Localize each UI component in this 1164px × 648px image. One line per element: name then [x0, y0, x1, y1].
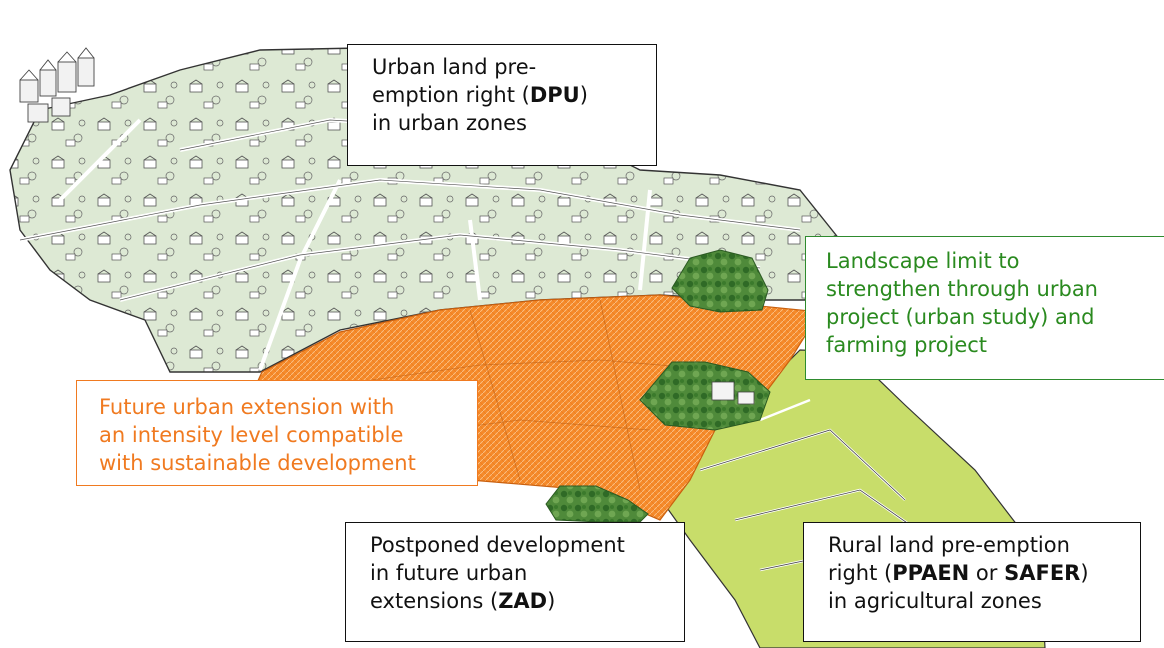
zad-label-line2: in future urban: [370, 561, 528, 585]
future-urban-extension-label: Future urban extension with an intensity…: [76, 380, 478, 486]
landscape-label-line4: farming project: [826, 333, 988, 357]
zad-label-line3: extensions (ZAD): [370, 587, 670, 615]
rural-label-or: or: [969, 561, 1005, 585]
rural-preemption-label: Rural land pre-emption right (PPAEN or S…: [803, 522, 1141, 642]
wooded-patch-middle: [639, 361, 771, 431]
ppaen-acronym: PPAEN: [892, 561, 970, 585]
zad-label-line3-end: ): [547, 589, 556, 613]
zad-label-line1: Postponed development: [370, 533, 625, 557]
zad-label: Postponed development in future urban ex…: [345, 522, 685, 642]
dpu-label-line2: emption right (DPU): [372, 81, 642, 109]
safer-acronym: SAFER: [1004, 561, 1081, 585]
landscape-limit-label: Landscape limit to strengthen through ur…: [805, 236, 1164, 380]
dpu-label-line2-text: emption right (: [372, 83, 530, 107]
dpu-acronym: DPU: [529, 83, 580, 107]
rural-label-line1: Rural land pre-emption: [828, 533, 1070, 557]
village-core: [19, 47, 95, 123]
zad-acronym: ZAD: [498, 589, 548, 613]
rural-label-line2: right (PPAEN or SAFER): [828, 559, 1126, 587]
landscape-label-line2: strengthen through urban: [826, 277, 1098, 301]
wooded-patch-top: [671, 249, 769, 313]
rural-label-line3: in agricultural zones: [828, 589, 1042, 613]
dpu-label-line3: in urban zones: [372, 111, 527, 135]
urban-extension-line2: an intensity level compatible: [99, 423, 404, 447]
urban-extension-line3: with sustainable development: [99, 451, 416, 475]
rural-label-line2-end: ): [1080, 561, 1089, 585]
dpu-label-line1: Urban land pre-: [372, 55, 537, 79]
dpu-label: Urban land pre- emption right (DPU) in u…: [347, 44, 657, 166]
landscape-label-line1: Landscape limit to: [826, 249, 1020, 273]
dpu-label-line2-end: ): [579, 83, 588, 107]
urban-extension-line1: Future urban extension with: [99, 395, 395, 419]
zad-label-line3-text: extensions (: [370, 589, 499, 613]
rural-label-line2-start: right (: [828, 561, 893, 585]
landscape-label-line3: project (urban study) and: [826, 305, 1095, 329]
wooded-patch-bottom: [545, 485, 649, 523]
